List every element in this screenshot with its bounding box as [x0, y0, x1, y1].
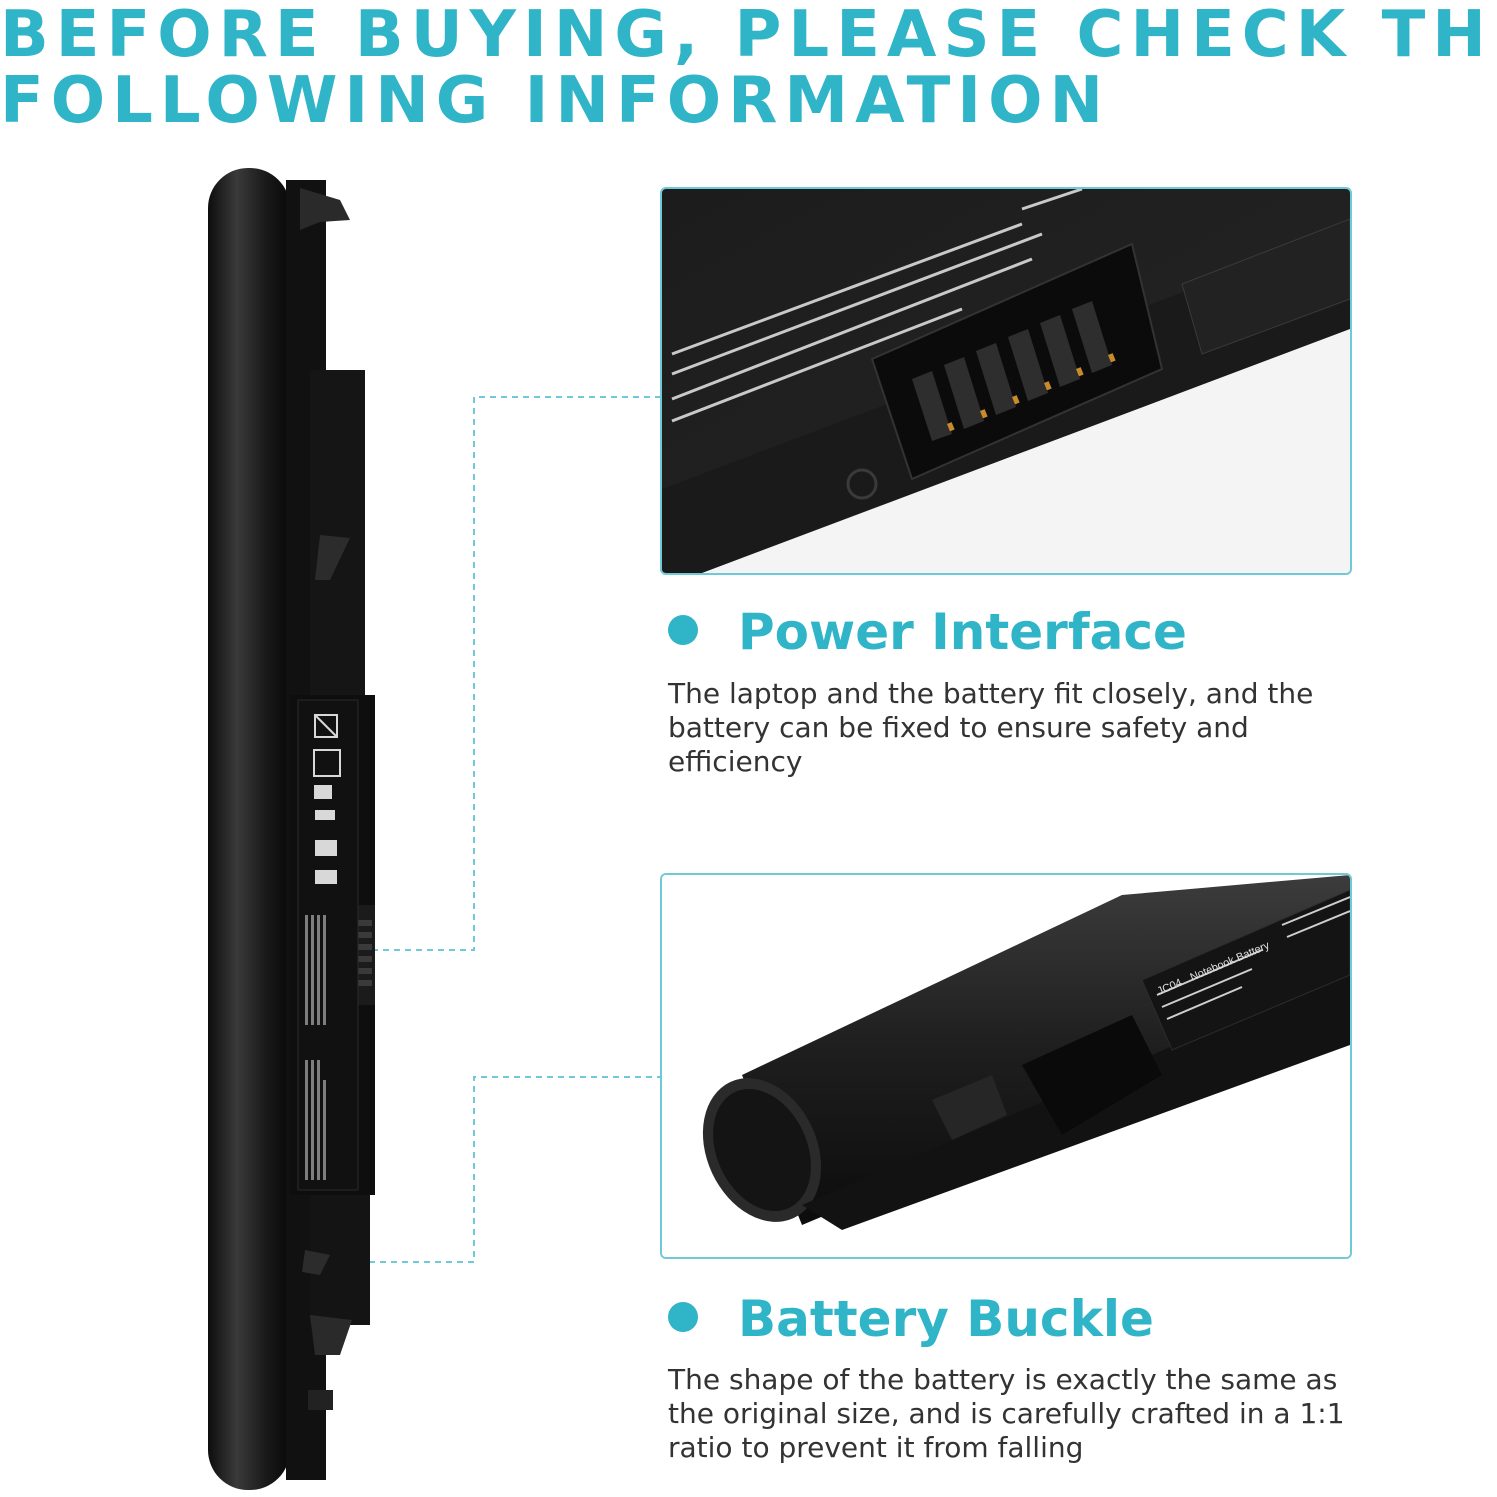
headline-line-1: BEFORE BUYING, PLEASE CHECK THE	[0, 0, 1497, 72]
battery-buckle-photo: JC04 Notebook Battery	[660, 873, 1352, 1259]
battery-side-view	[208, 168, 375, 1490]
bullet-dot-icon	[668, 1301, 698, 1332]
bullet-dot-icon	[668, 614, 698, 645]
feature-description-battery-buckle: The shape of the battery is exactly the …	[668, 1363, 1345, 1464]
power-interface-photo	[660, 187, 1352, 575]
headline-line-2: FOLLOWING INFORMATION	[0, 64, 1111, 138]
feature-title-text: Power Interface	[738, 603, 1187, 661]
feature-description-power-interface: The laptop and the battery fit closely, …	[668, 677, 1314, 778]
feature-title-battery-buckle: Battery Buckle	[668, 1291, 1154, 1347]
connector-power-interface	[372, 396, 660, 951]
connector-battery-buckle	[358, 1076, 660, 1263]
page-headline: BEFORE BUYING, PLEASE CHECK THE FOLLOWIN…	[0, 2, 1497, 134]
feature-title-text: Battery Buckle	[738, 1290, 1154, 1348]
feature-title-power-interface: Power Interface	[668, 604, 1187, 660]
